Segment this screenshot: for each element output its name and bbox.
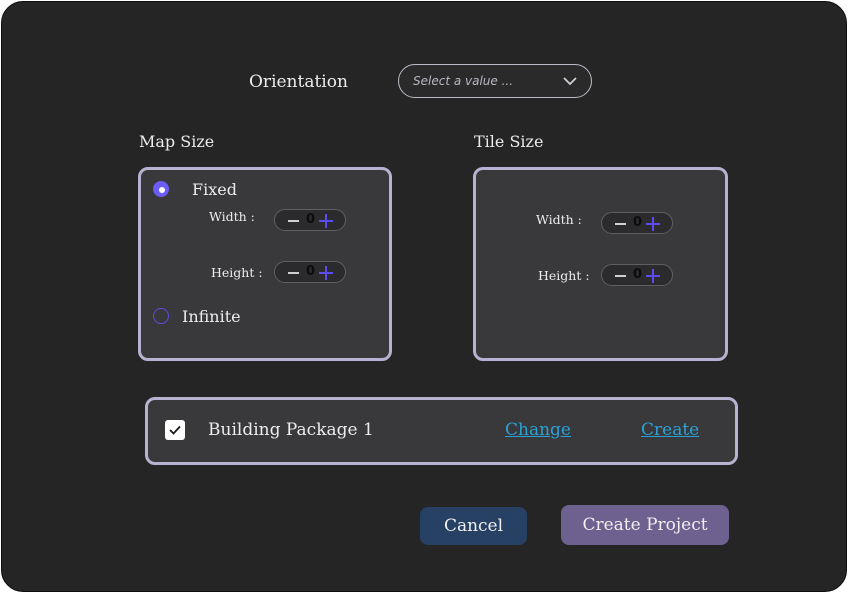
package-name: Building Package 1: [208, 420, 374, 440]
orientation-select[interactable]: Select a value ...: [398, 64, 592, 98]
plus-icon[interactable]: [646, 269, 660, 283]
minus-icon[interactable]: [288, 220, 299, 222]
create-project-button[interactable]: Create Project: [561, 505, 729, 545]
fixed-option-label: Fixed: [192, 180, 237, 199]
tile-width-value[interactable]: 0: [633, 215, 643, 230]
orientation-label: Orientation: [249, 72, 348, 92]
map-size-title: Map Size: [139, 132, 215, 151]
fixed-radio[interactable]: [153, 181, 169, 197]
package-row: [145, 397, 738, 465]
change-link[interactable]: Change: [505, 420, 571, 440]
map-height-stepper: 0: [274, 261, 346, 283]
tile-height-stepper: 0: [601, 264, 673, 286]
map-width-value[interactable]: 0: [306, 212, 316, 227]
plus-icon[interactable]: [319, 266, 333, 280]
map-size-panel: [138, 167, 392, 361]
map-width-stepper: 0: [274, 209, 346, 231]
infinite-radio[interactable]: [153, 308, 169, 324]
checkmark-icon: [169, 425, 181, 435]
package-checkbox[interactable]: [165, 420, 185, 440]
minus-icon[interactable]: [615, 223, 626, 225]
tile-height-label: Height :: [538, 268, 590, 283]
map-height-label: Height :: [211, 265, 263, 280]
tile-width-stepper: 0: [601, 212, 673, 234]
create-link[interactable]: Create: [641, 420, 700, 440]
tile-size-title: Tile Size: [474, 132, 544, 151]
chevron-down-icon: [563, 77, 577, 86]
tile-height-value[interactable]: 0: [633, 267, 643, 282]
cancel-button[interactable]: Cancel: [420, 507, 527, 545]
infinite-option-label: Infinite: [182, 307, 241, 326]
plus-icon[interactable]: [319, 214, 333, 228]
minus-icon[interactable]: [288, 272, 299, 274]
tile-size-panel: [473, 167, 728, 361]
minus-icon[interactable]: [615, 275, 626, 277]
tile-width-label: Width :: [536, 212, 582, 227]
plus-icon[interactable]: [646, 217, 660, 231]
map-height-value[interactable]: 0: [306, 264, 316, 279]
orientation-placeholder: Select a value ...: [413, 74, 514, 88]
map-width-label: Width :: [209, 209, 255, 224]
